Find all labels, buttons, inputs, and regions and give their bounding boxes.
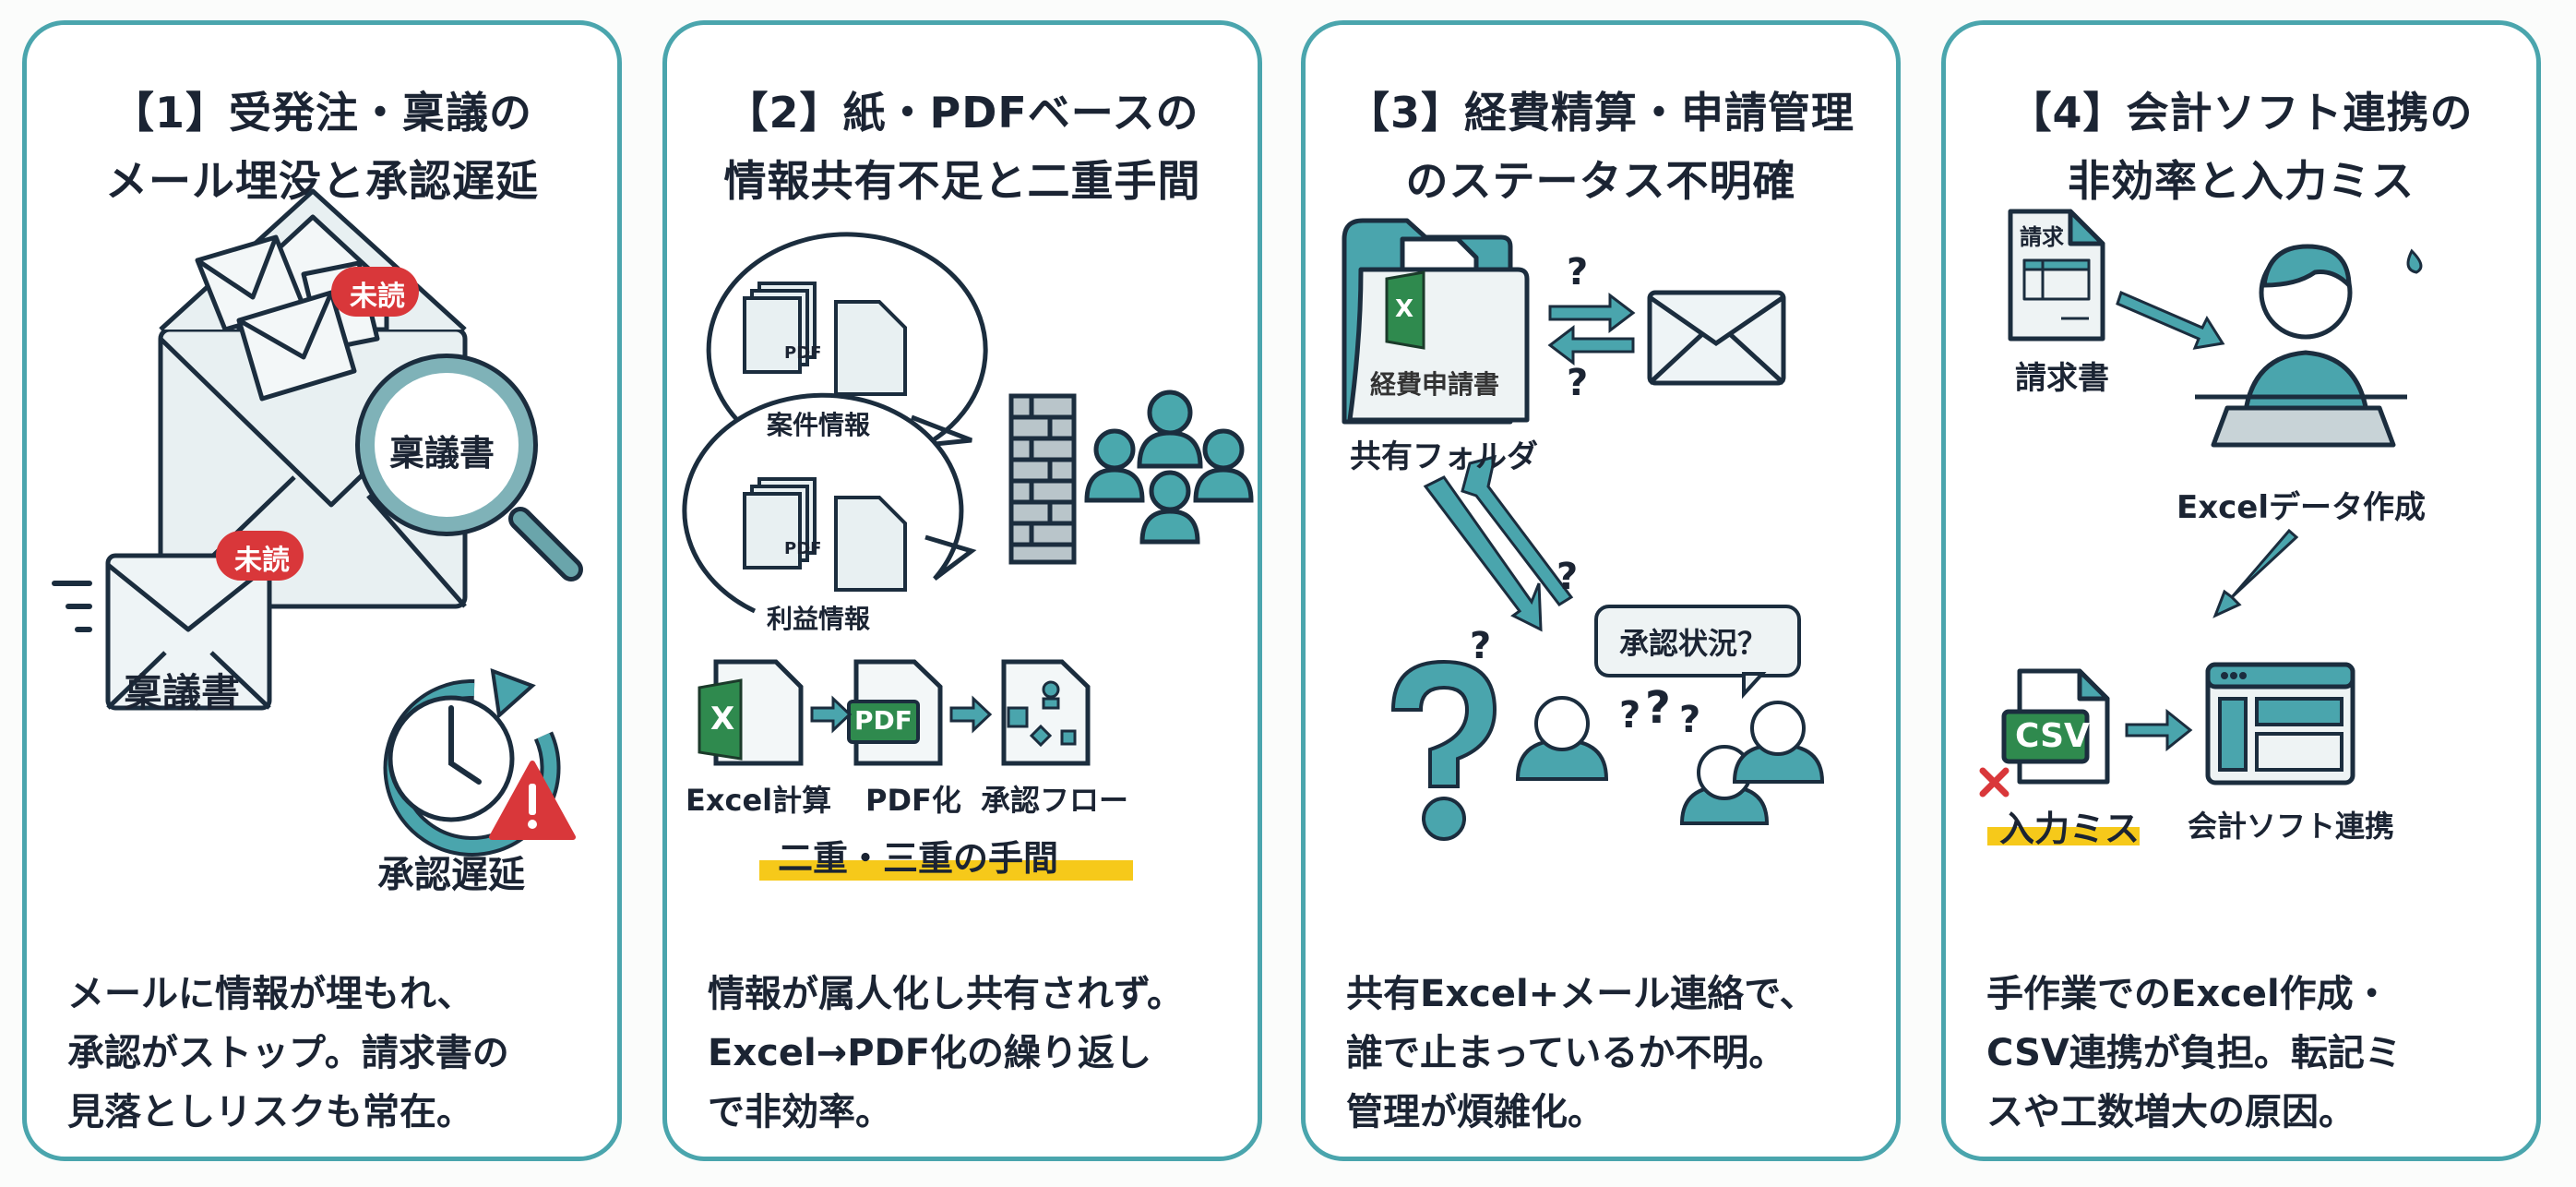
bubble-label: 案件情報: [767, 410, 871, 440]
speech-bubble-icon: [1594, 605, 1801, 700]
arrow-left-icon: [1547, 324, 1635, 366]
speech-text: 承認状況？: [1619, 626, 1768, 661]
arrow-right-icon: [810, 695, 993, 734]
question-mark: ?: [1567, 362, 1589, 404]
magnifier-icon: [355, 354, 583, 582]
csv-badge: CSV: [2015, 717, 2090, 755]
unread-badge: [331, 267, 419, 317]
question-mark: ?: [1619, 694, 1641, 737]
arrow-right-icon: [2125, 708, 2193, 752]
panel-description: 情報が属人化し共有されず。 Excel→PDF化の繰り返し で非効率。: [708, 973, 1184, 1133]
panel-title: 【2】紙・PDFベースの 情報共有不足と二重手間: [723, 88, 1201, 206]
magnifier-text: 稟議書: [389, 433, 495, 474]
label-excel-data: Excelデータ作成: [2176, 489, 2427, 526]
panel-expense-status: 【3】経費精算・申請管理 のステータス不明確 X 経費: [1301, 20, 1901, 1161]
document-stack-icon: [743, 282, 817, 570]
folder-doc-label: 経費申請書: [1370, 369, 1500, 400]
bubble-label: 利益情報: [767, 604, 871, 634]
excel-letter: X: [1395, 295, 1414, 323]
question-mark: ?: [1556, 556, 1579, 598]
panel-title: 【1】受発注・稟議の メール埋没と承認遅延: [105, 88, 539, 206]
unread-badge: [216, 531, 304, 581]
pdf-tag: PDF: [784, 539, 822, 558]
illustration: [1342, 218, 1825, 841]
label-invoice: 請求書: [2015, 360, 2109, 397]
invoice-doc-text: 請求: [2020, 224, 2064, 250]
pdf-tag: PDF: [784, 343, 822, 363]
question-mark: ?: [1679, 699, 1701, 741]
panel-description: 共有Excel+メール連絡で、 誰で止まっているか不明。 管理が煩雑化。: [1346, 973, 1817, 1133]
unread-badge-label: 未読: [350, 281, 405, 313]
excel-icon: [1385, 270, 1425, 350]
label-ringi: 稟議書: [124, 670, 241, 715]
arrow-icon: [2212, 528, 2299, 618]
warning-icon: [489, 761, 576, 840]
illustration: [682, 232, 1254, 766]
label-accounting-software: 会計ソフト連携: [2188, 809, 2395, 844]
question-icon: [1390, 659, 1497, 788]
people-icon: [1515, 696, 1825, 825]
invoice-icon: [2008, 209, 2105, 342]
panel-title: 【4】会計ソフト連携の 非効率と入力ミス: [2009, 88, 2474, 206]
person-typing-icon: [2195, 244, 2407, 448]
panel-email-approval-delay: 【1】受発注・稟議の メール埋没と承認遅延: [22, 20, 622, 1161]
label-shared-folder: 共有フォルダ: [1350, 438, 1538, 475]
error-x-icon: [1979, 767, 2010, 797]
app-window-icon: [2205, 662, 2355, 785]
arrow-down-icon: [1423, 475, 1543, 632]
envelope-stack-icon: [52, 188, 583, 857]
pdf-badge: PDF: [854, 705, 912, 736]
question-mark: ?: [1645, 682, 1671, 734]
label-input-error: 入力ミス: [1999, 809, 2141, 849]
csv-file-icon: [2001, 668, 2110, 785]
team-icon: [1084, 390, 1254, 545]
arrow-right-icon: [1548, 292, 1636, 334]
panel-description: メールに情報が埋もれ、 承認がストップ。請求書の 見落としリスクも常在。: [67, 973, 509, 1133]
question-mark: ?: [1470, 625, 1492, 667]
panel-description: 手作業でのExcel作成・ CSV連携が負担。転記ミ スや工数増大の原因。: [1986, 973, 2402, 1133]
excel-letter: X: [710, 701, 735, 737]
highlight-bar: [759, 860, 1133, 881]
panel-accounting-software: 【4】会計ソフト連携の 非効率と入力ミス: [1941, 20, 2541, 1161]
envelope-icon: [1647, 290, 1786, 386]
highlight-text: 二重・三重の手間: [778, 838, 1059, 879]
highlight-bar: [1987, 827, 2140, 845]
unread-badge-label: 未読: [234, 545, 290, 577]
step-pdf: PDF化: [865, 783, 961, 818]
step-approval-flow: 承認フロー: [981, 783, 1129, 818]
label-approval-delay: 承認遅延: [377, 854, 525, 896]
panel-title: 【3】経費精算・申請管理 のステータス不明確: [1346, 88, 1854, 206]
pdf-icon: [834, 300, 907, 592]
step-excel: Excel計算: [686, 783, 832, 818]
brick-wall-icon: [1008, 393, 1077, 565]
arrow-icon: [2116, 290, 2225, 350]
panel-paper-pdf-sharing: 【2】紙・PDFベースの 情報共有不足と二重手間: [662, 20, 1262, 1161]
arrow-up-icon: [1461, 454, 1574, 606]
illustration: [1979, 209, 2423, 797]
question-mark: ?: [1567, 251, 1589, 294]
